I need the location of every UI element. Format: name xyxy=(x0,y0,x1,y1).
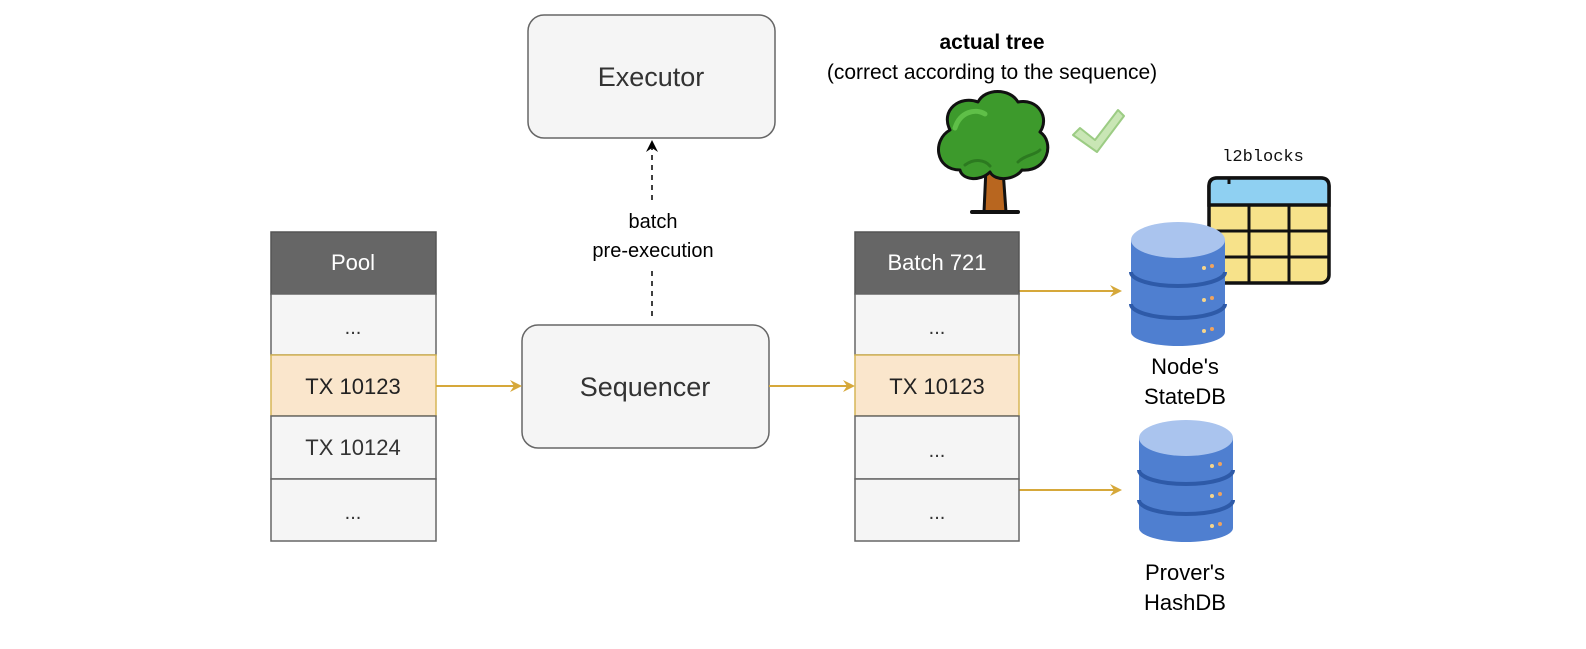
pool-row-cell xyxy=(270,415,437,480)
sequencer-node: Sequencer xyxy=(521,324,770,449)
pool-row: ... xyxy=(345,502,362,524)
pool-header: Pool xyxy=(331,250,375,275)
pool-row-highlight-cell xyxy=(270,354,437,417)
pool-table: Pool ... TX 10123 TX 10124 ... xyxy=(270,231,437,542)
pre-execution-label-line2: pre-execution xyxy=(592,240,713,262)
batch-row: ... xyxy=(929,502,946,524)
batch-row: ... xyxy=(929,440,946,462)
batch-row-cell xyxy=(854,478,1020,542)
pool-row-cell xyxy=(270,478,437,542)
pool-row: TX 10124 xyxy=(305,435,400,460)
pre-execution-label-line1: batch xyxy=(629,211,678,233)
statedb-database-icon xyxy=(1129,222,1227,346)
hashdb-label-line1: Prover's xyxy=(1145,560,1225,585)
pool-header-cell xyxy=(270,231,437,295)
pool-row-highlight: TX 10123 xyxy=(305,374,400,399)
statedb-label-line1: Node's xyxy=(1151,354,1219,379)
statedb-label-line2: StateDB xyxy=(1144,384,1226,409)
l2blocks-label: l2blocks xyxy=(1222,148,1304,167)
l2blocks-table-icon xyxy=(1207,176,1331,285)
batch-row-highlight: TX 10123 xyxy=(889,374,984,399)
hashdb-label-line2: HashDB xyxy=(1144,590,1226,615)
pool-row-cell xyxy=(270,293,437,356)
batch-row-cell xyxy=(854,415,1020,480)
pool-row: ... xyxy=(345,317,362,339)
pre-execution-arrow: batch pre-execution xyxy=(592,140,714,316)
actual-tree-subtitle: (correct according to the sequence) xyxy=(827,61,1157,84)
checkmark-icon xyxy=(1072,109,1125,153)
batch-table: Batch 721 ... TX 10123 ... ... xyxy=(854,231,1020,542)
sequencer-label: Sequencer xyxy=(580,372,711,402)
executor-label: Executor xyxy=(598,62,705,92)
hashdb-database-icon xyxy=(1137,420,1235,542)
batch-header: Batch 721 xyxy=(887,250,986,275)
batch-row: ... xyxy=(929,317,946,339)
executor-node: Executor xyxy=(527,14,776,139)
tree-icon xyxy=(937,90,1050,214)
actual-tree-title: actual tree xyxy=(939,31,1044,54)
